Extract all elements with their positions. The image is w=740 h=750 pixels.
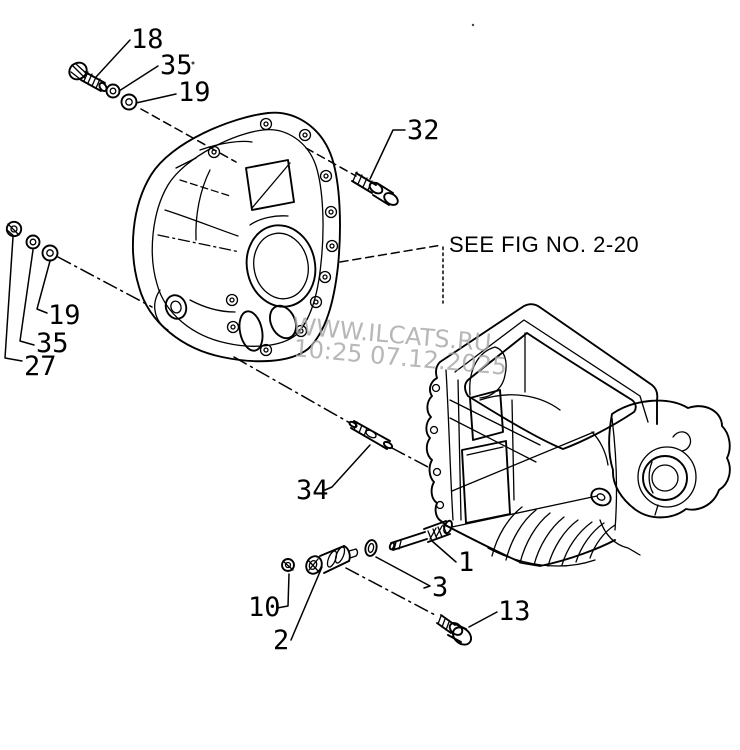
leader-34	[324, 444, 371, 491]
leader-see-fig-diagonal	[339, 244, 443, 263]
leader-32	[369, 129, 406, 180]
washer-19-top-drawing	[120, 93, 138, 111]
leader-3	[375, 556, 431, 589]
axis-stud-34-left	[233, 356, 351, 424]
washer-35-top-drawing	[105, 83, 121, 99]
callout-2: 2	[273, 625, 289, 656]
callout-35-left: 35	[36, 328, 69, 359]
watermark: WWW.ILCATS.RU 10:25 07.12.2025	[291, 312, 508, 381]
clutch-housing-drawing	[132, 111, 341, 363]
callout-1: 1	[458, 547, 474, 578]
leader-1	[431, 540, 457, 563]
leader-27	[4, 236, 23, 362]
leader-lines	[4, 39, 598, 641]
callout-35-top: 35	[160, 50, 193, 81]
axis-top-left	[140, 108, 237, 163]
leader-35-left	[19, 249, 35, 346]
callout-18: 18	[131, 24, 164, 55]
case-cooling-ribs	[487, 506, 616, 567]
transmission-case-drawing	[425, 303, 731, 567]
leader-10	[276, 573, 290, 609]
stud-34-drawing	[348, 420, 394, 450]
speedometer-sleeve-2-drawing	[305, 545, 359, 575]
callout-19-top: 19	[178, 77, 211, 108]
print-speck	[471, 23, 475, 27]
bolt-32-drawing	[351, 171, 399, 206]
leader-13	[468, 611, 498, 628]
axis-left-group	[57, 256, 153, 308]
housing-bolt-holes	[207, 117, 339, 357]
leader-19-top	[135, 93, 177, 104]
callout-13: 13	[498, 596, 531, 627]
print-speck	[191, 61, 195, 65]
leader-35-top	[118, 65, 159, 92]
axis-sleeve-to-bolt-13	[345, 567, 438, 617]
axis-stud-34-right	[391, 447, 429, 468]
callout-10: 10	[248, 592, 281, 623]
callout-34: 34	[296, 475, 329, 506]
bolt-13-drawing	[436, 614, 473, 646]
part-callouts: 18 35 19 32 19 35 27 34 10 2 3 1 13 SEE …	[24, 24, 639, 656]
callout-27: 27	[24, 351, 57, 382]
leader-18	[95, 39, 131, 78]
callout-19-left: 19	[48, 300, 81, 331]
axis-bolt-32	[305, 147, 357, 177]
callout-3: 3	[432, 572, 448, 603]
reference-note: SEE FIG NO. 2-20	[449, 232, 639, 257]
o-ring-3-drawing	[364, 539, 378, 557]
leader-2	[290, 566, 323, 641]
washer-35-left-drawing	[25, 234, 41, 250]
bolt-18-drawing	[68, 61, 108, 93]
leader-19-left	[36, 260, 51, 314]
washer-19-left-drawing	[41, 244, 59, 262]
extension-housing-drawing	[591, 399, 731, 556]
axis-gear-1	[451, 495, 598, 528]
callout-32: 32	[407, 115, 440, 146]
nut-10-drawing	[281, 558, 295, 572]
nut-27-drawing	[5, 220, 23, 238]
